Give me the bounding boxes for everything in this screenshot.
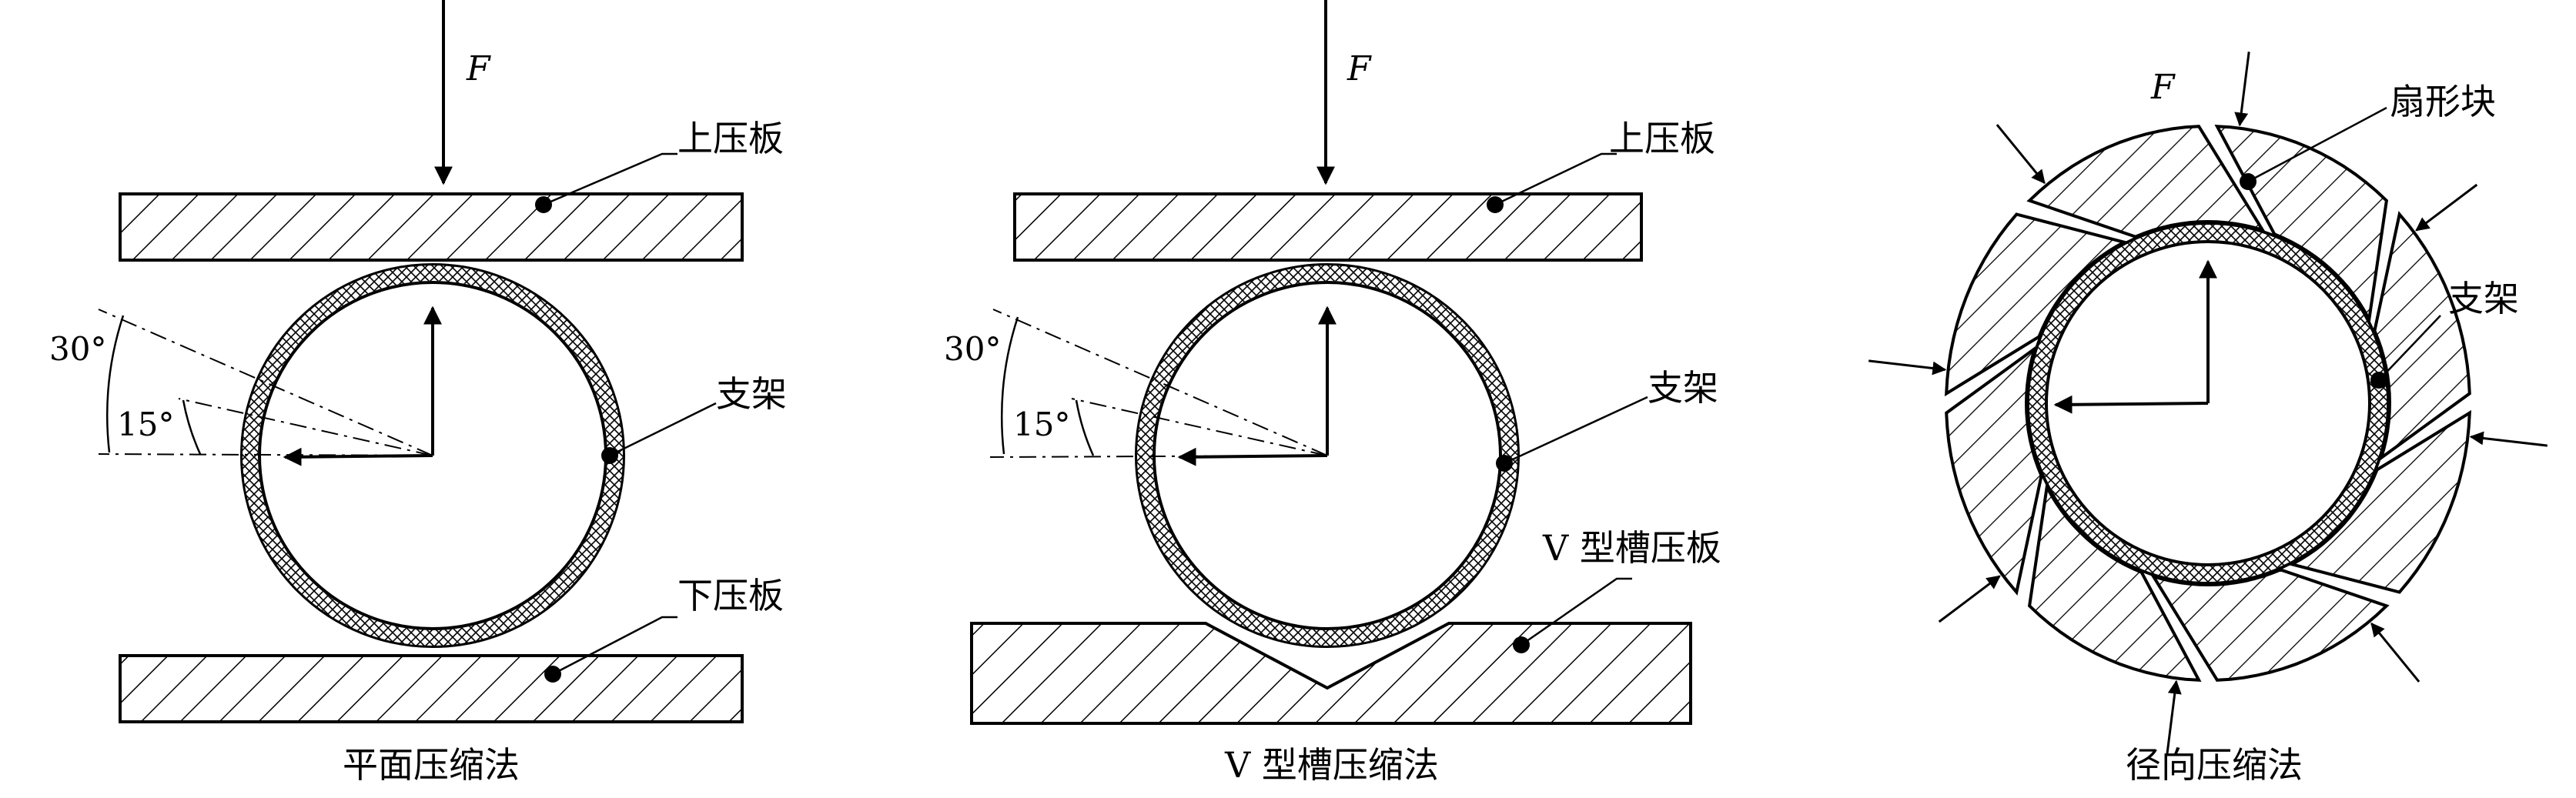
reference-line-30deg: [992, 309, 1328, 456]
radial-force-arrow: [2370, 622, 2420, 683]
caption-vgroove: V 型槽压缩法: [1224, 744, 1439, 786]
lower-plate-label: 下压板: [677, 575, 784, 616]
stent-label: 支架: [2448, 278, 2519, 319]
sector-label: 扇形块: [2390, 81, 2496, 122]
radial-force-arrow: [2234, 52, 2250, 127]
stent-ring-outer: [240, 263, 625, 648]
upper-plate-label: 上压板: [677, 118, 784, 159]
stent-ring-outer: [1135, 263, 1520, 648]
lower-plate-leader: [552, 616, 677, 676]
stent-leader: [609, 402, 717, 457]
v-groove-plate-label: V 型槽压板: [1542, 527, 1721, 569]
upper-plate: [1013, 192, 1643, 262]
reference-line-30deg: [98, 309, 433, 456]
upper-plate: [119, 192, 744, 262]
angle-label-15: 15°: [1013, 406, 1070, 443]
reference-line-0deg: [989, 455, 1328, 458]
lower-plate: [119, 654, 744, 723]
angle-label-30: 30°: [944, 330, 1001, 368]
reference-line-15deg: [178, 398, 433, 456]
radial-force-arrow: [1868, 359, 1947, 376]
upper-plate-leader: [1494, 152, 1617, 206]
stent-label: 支架: [1648, 367, 1718, 409]
stent-leader: [2378, 315, 2441, 381]
angle-label-15: 15°: [117, 406, 174, 443]
reference-line-15deg: [1071, 398, 1328, 456]
stent-leader: [1504, 396, 1648, 465]
v-groove-plate: [970, 622, 1692, 725]
angle-arc-30: [1001, 316, 1019, 455]
stent-ring-outer: [2026, 222, 2390, 585]
v-groove-leader: [1521, 577, 1632, 646]
radial-force-arrows: [1868, 52, 2548, 755]
radial-force-arrow: [1996, 124, 2046, 185]
caption-radial: 径向压缩法: [2126, 744, 2303, 786]
sector-block: [1944, 212, 2129, 397]
sector-block: [2287, 409, 2472, 594]
angle-arc-15: [182, 399, 202, 455]
panel-radial: F 扇形块 支架 径向压缩法: [1868, 52, 2548, 786]
radial-force-arrow: [1938, 575, 2001, 623]
radial-force-arrow: [2415, 183, 2478, 232]
panel-vgroove: F 上压板 30° 15° 支架 V 型槽压板 V 型槽压缩法: [944, 0, 1721, 786]
stent-mesh: [2029, 225, 2387, 582]
force-label: F: [466, 49, 491, 88]
angle-arc-15: [1075, 399, 1095, 456]
angle-label-30: 30°: [49, 330, 106, 368]
axis-horizontal: [2053, 395, 2209, 414]
stent-mesh: [1137, 265, 1517, 646]
radial-force-arrow: [2469, 431, 2548, 447]
force-label: F: [1347, 49, 1372, 88]
radial-force-arrow: [2166, 679, 2182, 755]
sector-leader: [2247, 106, 2387, 183]
reference-line-0deg: [98, 453, 433, 456]
upper-plate-label: 上压板: [1609, 118, 1715, 159]
force-label: F: [2150, 68, 2176, 107]
stent-label: 支架: [716, 373, 787, 415]
upper-plate-leader: [543, 152, 677, 206]
sector-block: [2027, 482, 2202, 683]
caption-flat: 平面压缩法: [343, 744, 520, 786]
angle-arc-30: [106, 315, 125, 453]
stent-ring-inner: [1153, 281, 1502, 630]
panel-flat: F 上压板 30° 15° 支架 下压板 平面压缩法: [49, 0, 787, 786]
